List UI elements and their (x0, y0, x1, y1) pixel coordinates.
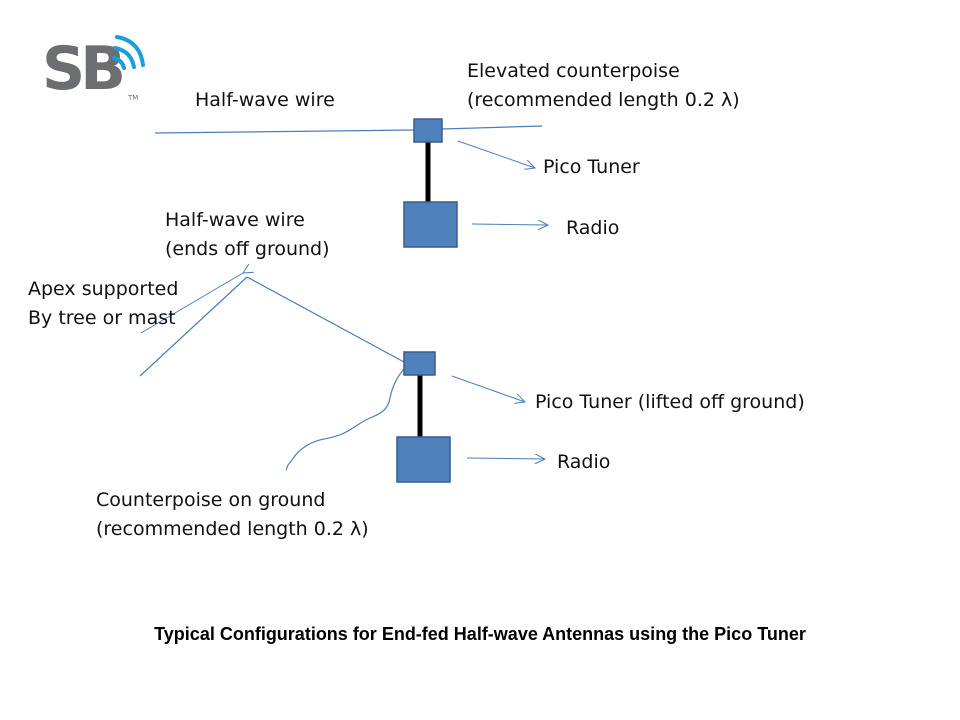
top-pico-tuner-box (413, 118, 443, 143)
bottom-wire-left-leg (139, 276, 248, 377)
ground-counterpoise (285, 368, 405, 471)
bottom-radio-box (396, 436, 451, 483)
logo-text: SB (42, 34, 126, 104)
diagram-caption: Typical Configurations for End-fed Half-… (154, 624, 806, 644)
top-radio-arrow (471, 224, 548, 225)
top-wire-label: Half-wave wire (195, 89, 335, 111)
sb-logo: SB TM (42, 28, 152, 108)
top-pico-tuner-label: Pico Tuner (543, 156, 640, 178)
apex-label: Apex supported (28, 278, 179, 300)
bottom-wire-label: Half-wave wire (165, 209, 305, 231)
bottom-wire-ends-label: (ends off ground) (165, 238, 330, 260)
ground-counterpoise-length-label: (recommended length 0.2 λ) (96, 518, 369, 540)
bottom-pico-tuner-label: Pico Tuner (lifted off ground) (535, 391, 805, 413)
apex-support-label: By tree or mast (28, 307, 176, 329)
elevated-counterpoise-label: Elevated counterpoise (467, 60, 680, 82)
bottom-tuner-arrow (451, 375, 525, 402)
bottom-radio-label: Radio (557, 451, 611, 473)
top-radio-label: Radio (566, 217, 620, 239)
signal-waves-icon (112, 35, 145, 70)
logo-trademark: TM (128, 94, 139, 102)
bottom-radio-arrow (466, 458, 545, 459)
bottom-pico-tuner-box (403, 351, 436, 376)
top-radio-box (403, 201, 458, 248)
elevated-counterpoise-length-label: (recommended length 0.2 λ) (467, 89, 740, 111)
ground-counterpoise-label: Counterpoise on ground (96, 489, 326, 511)
bottom-wire-right-leg (246, 276, 405, 363)
apex-arrow (140, 273, 243, 334)
top-tuner-arrow (457, 140, 535, 168)
top-elevated-counterpoise (441, 125, 543, 130)
top-half-wave-wire (154, 129, 415, 134)
